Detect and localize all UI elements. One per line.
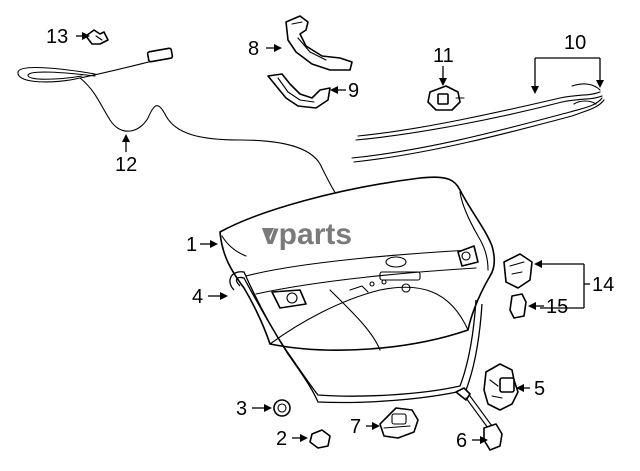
part-7-handle-switch[interactable] [379,407,419,439]
part-3-grommet[interactable] [273,399,291,417]
callout-11: 11 [433,45,454,67]
callout-6: 6 [456,430,467,452]
callout-15: 15 [546,296,568,318]
callout-12: 12 [115,154,137,176]
callout-9: 9 [348,80,359,102]
callout-labels: 13 8 9 11 10 12 1 4 14 15 5 6 7 3 2 [46,26,614,452]
watermark-v-icon [262,228,274,240]
callout-10: 10 [564,32,586,54]
callout-13: 13 [46,26,68,48]
callout-14: 14 [592,274,614,296]
part-8-hinge-bracket[interactable] [285,15,353,71]
callout-1: 1 [186,234,197,256]
callout-7: 7 [350,416,361,438]
part-1-trunk-lid[interactable] [219,176,495,351]
part-2-bumper[interactable] [309,429,331,449]
part-14-striker[interactable] [503,253,533,289]
part-15-cover[interactable] [509,293,527,319]
callout-2: 2 [276,428,287,450]
callout-5: 5 [534,378,545,400]
part-13-clip[interactable] [85,29,109,45]
callout-4: 4 [192,286,203,308]
watermark-logo: vparts [262,218,352,251]
part-12-release-cable[interactable] [17,47,342,201]
part-9-bracket[interactable] [267,73,331,109]
callout-8: 8 [248,38,259,60]
part-4-weatherstrip[interactable] [229,271,483,404]
watermark-text: vparts [262,218,352,251]
part-11-actuator[interactable] [427,85,465,111]
part-10-torsion-rods[interactable] [351,83,605,163]
callout-3: 3 [236,398,247,420]
leader-lines [76,32,604,444]
part-5-lock-assembly[interactable] [483,363,519,411]
